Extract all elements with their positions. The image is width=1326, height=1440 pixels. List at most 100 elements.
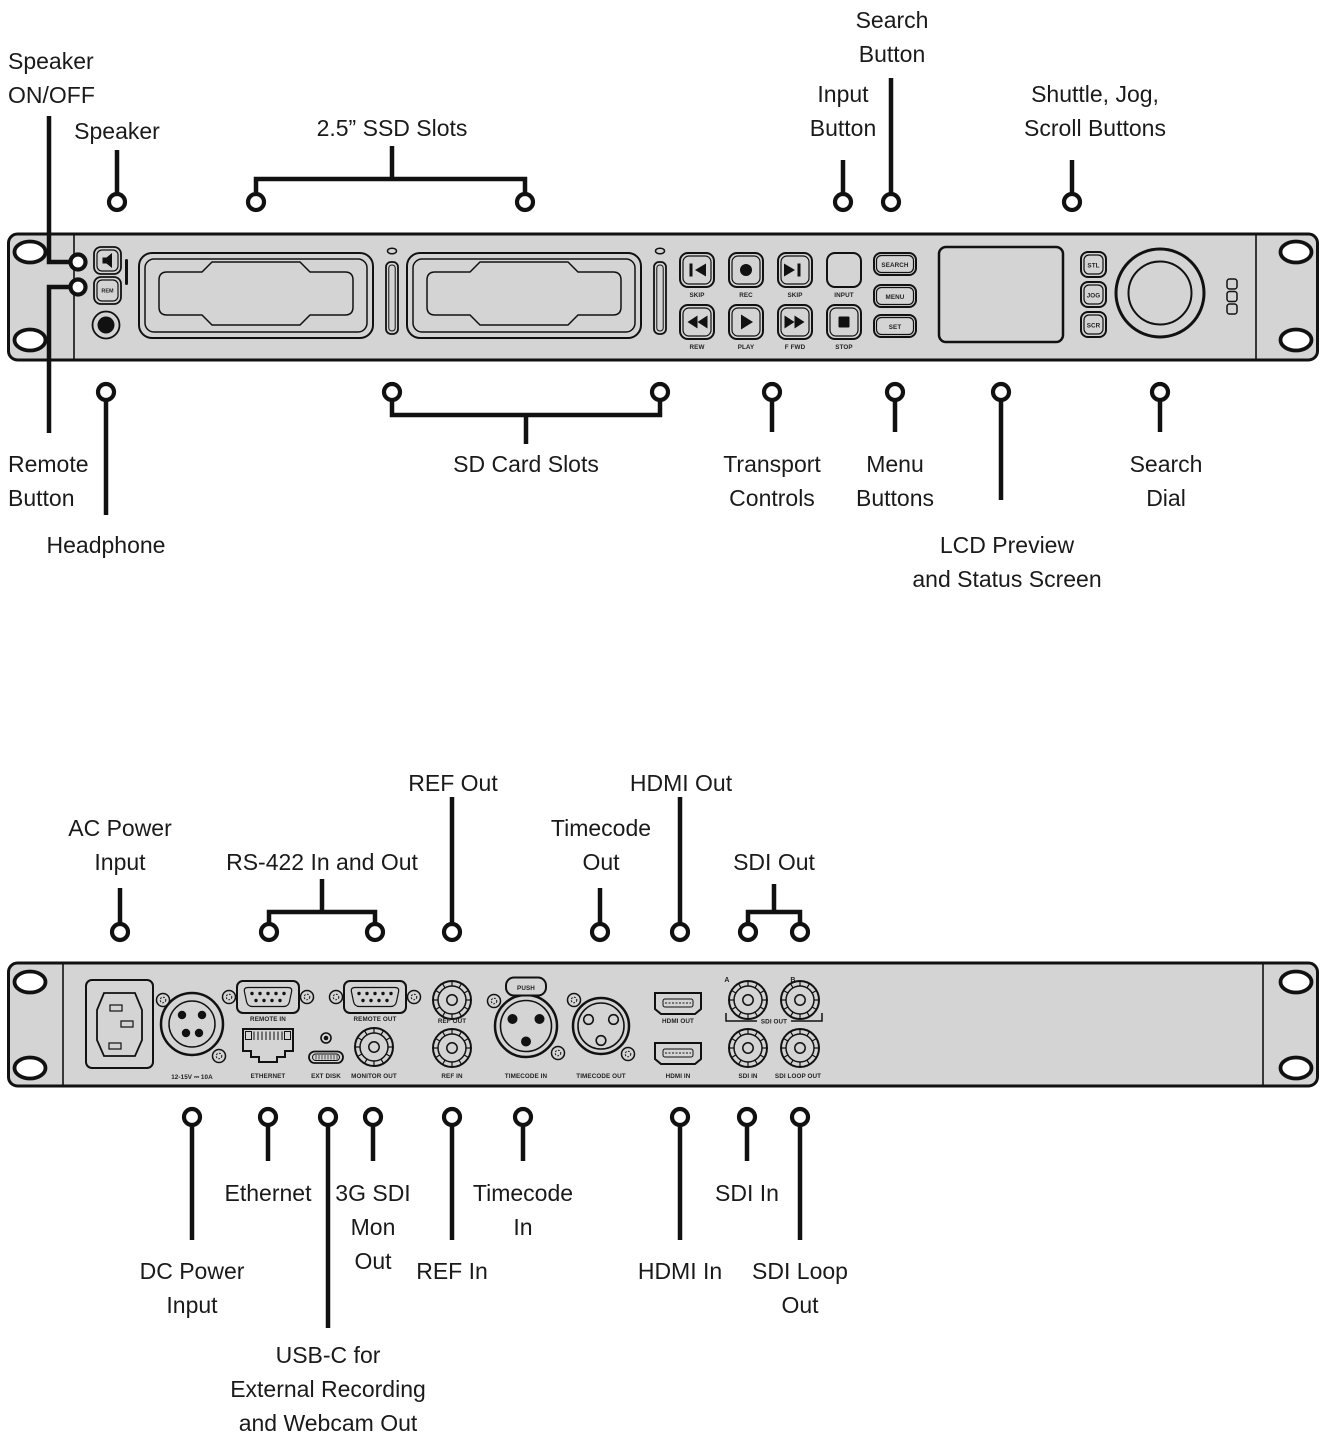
callout-headphone: Headphone	[46, 532, 166, 558]
push-tab	[505, 976, 547, 997]
record-icon	[740, 264, 752, 276]
sdi-ports: A B SDI OUT SDI IN SDI LOOP OUT	[724, 977, 823, 1080]
callout-menu-buttons: Menu Buttons	[856, 451, 934, 511]
dc-power-connector: 12-15V ⎓ 10A	[155, 991, 227, 1081]
callout-ssd-slots: 2.5” SSD Slots	[316, 115, 468, 141]
ref-in-label: REF IN	[441, 1073, 463, 1080]
fast-forward-icon	[784, 315, 805, 329]
callout-dot-remote	[68, 277, 88, 297]
callout-dot-ac-power	[109, 921, 131, 943]
hdmi-in-port: HDMI IN	[654, 1042, 702, 1080]
callout-rs422: RS-422 In and Out	[226, 849, 418, 875]
skip-back-icon	[689, 263, 693, 277]
sdi-out-group-label: SDI OUT	[761, 1019, 787, 1026]
lcd-screen	[937, 245, 1065, 344]
callout-shuttle-jog-scroll: Shuttle, Jog, Scroll Buttons	[1024, 81, 1166, 141]
headphone-jack	[91, 310, 121, 340]
skip-back-icon	[695, 263, 706, 277]
input-button	[826, 252, 862, 288]
menu-buttons: SEARCH MENU SET	[873, 252, 917, 338]
rack-hole	[1278, 969, 1314, 995]
hdmi-in-label: HDMI IN	[666, 1073, 691, 1080]
callout-dot-rs422-out	[364, 921, 386, 943]
rack-hole	[12, 239, 48, 265]
ac-power-inlet	[85, 979, 154, 1069]
rack-hole	[1278, 1055, 1314, 1081]
callout-dot-timecode-out	[589, 921, 611, 943]
status-led	[125, 259, 128, 285]
callout-dot-ethernet	[257, 1106, 279, 1128]
skip-forward-icon	[797, 263, 801, 277]
callout-dot-ssd-2	[514, 191, 536, 213]
input-label: INPUT	[834, 292, 853, 299]
rec-label: REC	[739, 292, 753, 299]
speaker-button	[93, 246, 122, 275]
rack-hole	[12, 327, 48, 353]
callout-dot-search-dial	[1149, 381, 1171, 403]
sdi-loop-out-label: SDI LOOP OUT	[775, 1073, 821, 1080]
timecode-out-connector: TIMECODE OUT	[566, 992, 636, 1080]
callout-search-dial: Search Dial	[1129, 451, 1203, 511]
callout-dot-headphone	[95, 381, 117, 403]
callout-timecode-in: Timecode In	[472, 1180, 574, 1240]
remote-in-label: REMOTE IN	[250, 1016, 286, 1023]
monitor-out-label: MONITOR OUT	[351, 1073, 397, 1080]
menu-label: MENU	[886, 294, 905, 301]
hdmi-out-port: HDMI OUT	[654, 992, 702, 1025]
callout-dc-power: DC Power Input	[139, 1258, 245, 1318]
callout-sdi-out: SDI Out	[733, 849, 815, 875]
play-icon	[741, 314, 753, 330]
callout-dot-speaker	[106, 191, 128, 213]
front-panel: REM	[7, 232, 1319, 362]
vent-slot	[1226, 278, 1238, 290]
play-label: PLAY	[738, 344, 755, 351]
callout-dot-lcd	[990, 381, 1012, 403]
ref-out-label: REF OUT	[438, 1018, 466, 1025]
power-rating-label: 12-15V ⎓ 10A	[171, 1074, 213, 1081]
jog-label: JOG	[1087, 292, 1101, 299]
hdmi-out-label: HDMI OUT	[662, 1018, 694, 1025]
callout-dot-input	[832, 191, 854, 213]
sdi-out-b-label: B	[790, 977, 795, 984]
callout-ethernet: Ethernet	[224, 1180, 312, 1206]
callout-input-button: Input Button	[809, 81, 877, 141]
callout-sd-card-slots: SD Card Slots	[453, 451, 599, 477]
callout-dot-shuttle	[1061, 191, 1083, 213]
skip-forward-icon	[784, 263, 795, 277]
callout-hdmi-out: HDMI Out	[629, 770, 733, 796]
callout-dot-ref-in	[441, 1106, 463, 1128]
callout-hdmi-in: HDMI In	[637, 1258, 723, 1284]
callout-dot-sdi-out-b	[789, 921, 811, 943]
callout-speaker: Speaker	[74, 118, 160, 144]
callout-dot-transport	[761, 381, 783, 403]
callout-dot-sdi-loop	[789, 1106, 811, 1128]
rack-hole	[1278, 239, 1314, 265]
callout-dot-sdi-in	[736, 1106, 758, 1128]
sdi-out-bracket	[725, 1013, 823, 1022]
callout-search-button: Search Button	[855, 7, 929, 67]
remote-in-port	[223, 981, 314, 1013]
rear-panel: 12-15V ⎓ 10A REMOTE IN REMOTE OUT ETHERN…	[7, 961, 1319, 1088]
remote-out-port	[330, 981, 421, 1013]
rack-hole	[12, 969, 48, 995]
callout-dot-ref-out	[441, 921, 463, 943]
rem-button-label: REM	[101, 289, 114, 295]
stop-icon	[838, 316, 850, 328]
callout-sdi-mon: 3G SDI Mon Out	[335, 1180, 411, 1274]
callout-speaker-on-off: Speaker ON/OFF	[8, 48, 95, 108]
callout-sdi-in: SDI In	[715, 1180, 779, 1206]
callout-timecode-out: Timecode Out	[550, 815, 652, 875]
callout-ref-in: REF In	[416, 1258, 488, 1284]
sdi-out-a-label: A	[724, 977, 729, 984]
callout-usb-c: USB-C for External Recording and Webcam …	[230, 1342, 426, 1436]
stl-label: STL	[1087, 262, 1099, 269]
vent-slot	[1226, 290, 1238, 303]
stop-label: STOP	[835, 344, 852, 351]
callout-dot-sdi-mon	[362, 1106, 384, 1128]
sdi-in-label: SDI IN	[738, 1073, 757, 1080]
ethernet-label: ETHERNET	[251, 1073, 286, 1080]
skip-back-label: SKIP	[689, 292, 704, 299]
callout-dot-search-button	[880, 191, 902, 213]
timecode-in-label: TIMECODE IN	[505, 1073, 548, 1080]
